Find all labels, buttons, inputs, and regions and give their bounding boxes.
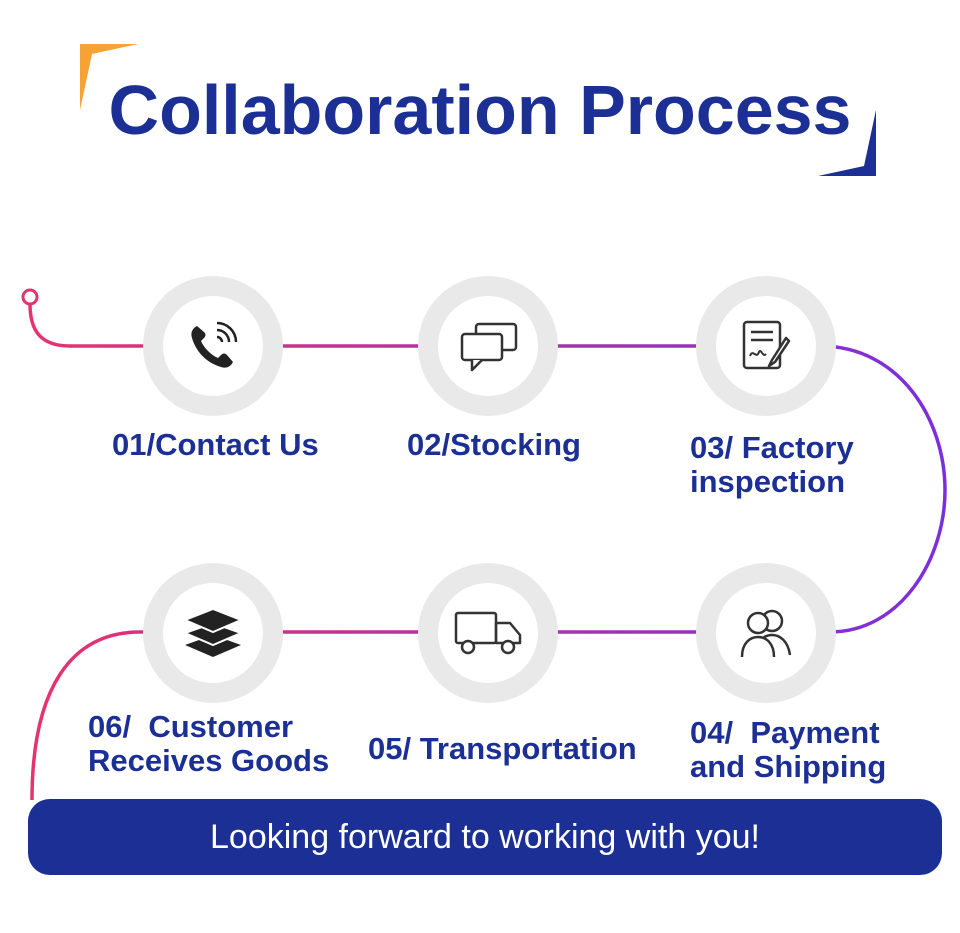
users-icon [740, 609, 792, 658]
step-2-circle [418, 276, 558, 416]
step-5-circle [418, 563, 558, 703]
chat-bubbles-icon [460, 322, 518, 372]
step-3-circle [696, 276, 836, 416]
step-5-label: 05/ Transportation [368, 731, 637, 766]
phone-icon [191, 321, 238, 368]
truck-icon [454, 611, 522, 655]
step-1-circle [143, 276, 283, 416]
page-title: Collaboration Process [108, 71, 852, 149]
orange-corner-decoration [80, 44, 138, 110]
document-signature-icon [742, 320, 791, 370]
step-4-label: 04/ Payment and Shipping [690, 716, 886, 784]
step-3-label: 03/ Factory inspection [690, 431, 854, 499]
step-6-label-line-2: Receives Goods [88, 743, 330, 778]
step-4-circle [696, 563, 836, 703]
step-4-label-line-2: and Shipping [690, 749, 887, 784]
blue-corner-decoration [818, 110, 876, 176]
layers-icon [182, 607, 244, 657]
step-2-label: 02/Stocking [407, 427, 581, 462]
step-6-circle [143, 563, 283, 703]
step-3-label-line-1: 03/ Factory [690, 430, 854, 465]
step-6-label: 06/ Customer Receives Goods [88, 710, 329, 778]
step-4-label-line-1: 04/ Payment [690, 715, 880, 750]
closing-banner: Looking forward to working with you! [28, 799, 942, 875]
step-3-label-line-2: inspection [690, 464, 846, 499]
step-1-label: 01/Contact Us [112, 427, 319, 462]
step-6-label-line-1: 06/ Customer [88, 709, 294, 744]
